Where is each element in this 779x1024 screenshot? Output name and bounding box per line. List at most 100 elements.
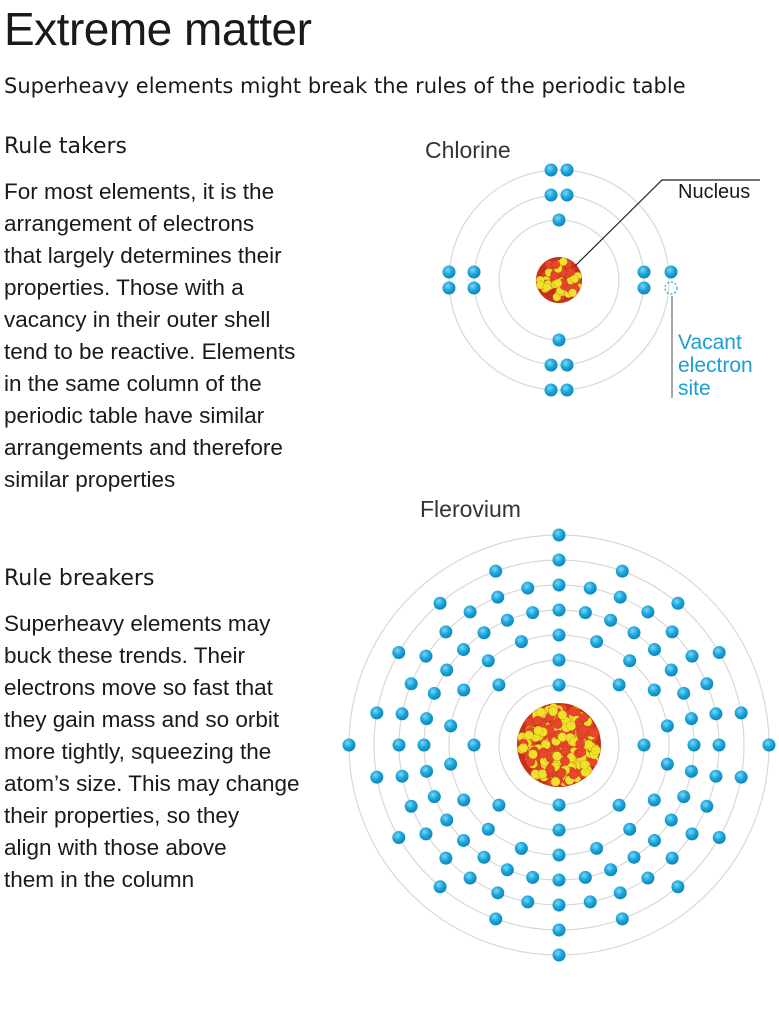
proton bbox=[533, 725, 544, 736]
electron bbox=[604, 613, 618, 627]
proton bbox=[589, 727, 600, 738]
electron bbox=[463, 605, 477, 619]
electron bbox=[395, 769, 409, 783]
electron bbox=[641, 871, 655, 885]
electron bbox=[392, 646, 406, 659]
electron bbox=[552, 603, 566, 617]
electron bbox=[457, 643, 471, 657]
vacant-electron-site bbox=[664, 281, 678, 295]
electron bbox=[500, 863, 514, 877]
electron bbox=[552, 848, 566, 862]
electron bbox=[712, 831, 726, 844]
body-text-line: buck these trends. Their bbox=[4, 643, 245, 668]
electron bbox=[477, 626, 491, 640]
proton bbox=[559, 756, 570, 767]
electron bbox=[500, 613, 514, 627]
electron bbox=[627, 850, 641, 864]
electron bbox=[457, 683, 471, 697]
electron bbox=[552, 823, 566, 837]
electron bbox=[665, 625, 679, 639]
electron-shell-orbit bbox=[448, 169, 670, 391]
neutron bbox=[568, 769, 579, 780]
electron bbox=[734, 706, 748, 720]
body-text-line: their properties, so they bbox=[4, 803, 240, 828]
neutron bbox=[548, 706, 559, 717]
neutron bbox=[566, 267, 576, 277]
body-text-line: that largely determines their bbox=[4, 243, 282, 268]
electron bbox=[552, 333, 566, 347]
chlorine-atom-diagram bbox=[442, 163, 678, 397]
electron bbox=[560, 358, 574, 372]
neutron bbox=[545, 764, 556, 775]
electron bbox=[419, 827, 433, 841]
body-text-line: For most elements, it is the bbox=[4, 179, 275, 204]
electron bbox=[685, 827, 699, 841]
electron bbox=[590, 841, 604, 855]
electron bbox=[370, 706, 384, 720]
electron bbox=[685, 649, 699, 663]
body-text-line: atom’s size. This may change bbox=[4, 771, 300, 796]
electron bbox=[660, 757, 674, 771]
electron bbox=[442, 265, 456, 279]
electron bbox=[457, 793, 471, 807]
body-text-line: they gain mass and so orbit bbox=[4, 707, 280, 732]
electron bbox=[660, 719, 674, 733]
electron bbox=[420, 764, 434, 778]
electron bbox=[457, 833, 471, 847]
electron bbox=[427, 790, 441, 804]
electron bbox=[552, 873, 566, 887]
body-text-line: Superheavy elements may bbox=[4, 611, 271, 636]
electron bbox=[427, 686, 441, 700]
neutron bbox=[579, 759, 590, 770]
body-text-line: properties. Those with a bbox=[4, 275, 244, 300]
electron bbox=[342, 738, 356, 752]
electron bbox=[615, 912, 629, 926]
electron bbox=[687, 738, 701, 752]
nucleus-label: Nucleus bbox=[678, 181, 751, 203]
electron bbox=[665, 851, 679, 865]
section-heading-rule-takers: Rule takers bbox=[4, 134, 127, 159]
electron bbox=[615, 564, 629, 578]
electron bbox=[560, 163, 574, 177]
electron bbox=[544, 358, 558, 372]
electron bbox=[544, 383, 558, 397]
electron bbox=[552, 678, 566, 692]
neutron bbox=[570, 274, 580, 284]
electron bbox=[684, 764, 698, 778]
electron bbox=[700, 677, 714, 691]
body-text-line: arrangement of electrons bbox=[4, 211, 255, 236]
electron bbox=[612, 798, 626, 812]
electron bbox=[762, 738, 776, 752]
electron bbox=[440, 813, 454, 827]
neutron bbox=[560, 746, 570, 756]
neutron bbox=[557, 732, 568, 742]
electron bbox=[647, 683, 661, 697]
body-text-line: tend to be reactive. Elements bbox=[4, 339, 296, 364]
electron bbox=[664, 663, 678, 677]
electron bbox=[560, 383, 574, 397]
electron bbox=[552, 948, 566, 962]
electron bbox=[712, 646, 726, 659]
electron bbox=[664, 265, 678, 279]
electron bbox=[521, 581, 535, 595]
flerovium-label: Flerovium bbox=[420, 496, 521, 522]
electron bbox=[440, 663, 454, 677]
electron bbox=[578, 606, 592, 620]
electron bbox=[664, 813, 678, 827]
electron bbox=[439, 625, 453, 639]
neutron bbox=[535, 707, 546, 718]
proton bbox=[551, 260, 561, 270]
electron bbox=[552, 798, 566, 812]
electron bbox=[637, 281, 651, 295]
body-text-line: in the same column of the bbox=[4, 371, 262, 396]
electron bbox=[467, 265, 481, 279]
body-text-line: align with those above bbox=[4, 835, 227, 860]
electron bbox=[392, 831, 406, 844]
neutron bbox=[550, 776, 561, 787]
proton bbox=[558, 257, 568, 267]
electron bbox=[641, 605, 655, 619]
electron bbox=[552, 628, 566, 642]
electron bbox=[491, 886, 505, 900]
electron bbox=[677, 686, 691, 700]
electron bbox=[552, 528, 566, 542]
